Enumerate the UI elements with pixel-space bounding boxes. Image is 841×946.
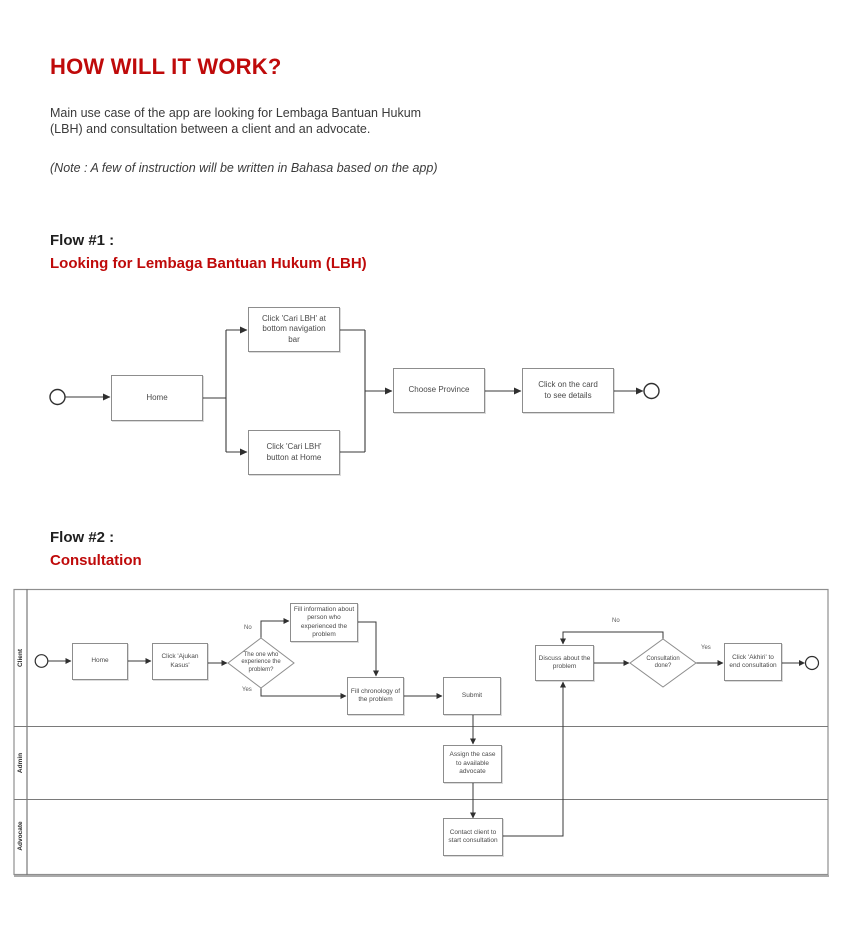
- flow1-connectors: [65, 326, 644, 456]
- flow2-decision-who-label: The one who experience the problem?: [241, 651, 281, 673]
- flow2-connectors: [47, 618, 805, 837]
- intro-line-1: Main use case of the app are looking for…: [50, 106, 422, 120]
- flow2-subheading: Consultation: [50, 552, 142, 569]
- intro-line-2: (LBH) and consultation between a client …: [50, 121, 371, 136]
- flow2-lane-client: Client: [16, 648, 24, 668]
- flow2-node-akhiri: Click 'Akhiri' to end consultation: [724, 643, 782, 681]
- flow1-node-cari-lbh-home-button: Click 'Cari LBH' button at Home: [248, 430, 340, 475]
- flow2-label-yes-1: Yes: [242, 687, 252, 693]
- flow2-node-assign-case: Assign the case to available advocate: [443, 745, 502, 783]
- flow2-decision-who-shape: [227, 637, 295, 689]
- flow2-label-no-1: No: [244, 625, 252, 631]
- page-title: HOW WILL IT WORK?: [50, 54, 282, 79]
- intro-paragraph: Main use case of the app are looking for…: [50, 106, 470, 137]
- flow1-node-home: Home: [111, 375, 203, 421]
- note-text: (Note : A few of instruction will be wri…: [50, 161, 438, 175]
- flow1-subheading: Looking for Lembaga Bantuan Hukum (LBH): [50, 255, 367, 272]
- flow1-start-circle: [49, 388, 66, 406]
- flow1-heading: Flow #1 :: [50, 232, 115, 249]
- flow2-label-no-2: No: [612, 618, 620, 624]
- flow2-label-yes-2: Yes: [701, 645, 711, 651]
- flow2-lane-admin: Admin: [16, 752, 24, 774]
- flow2-node-contact-client: Contact client to start consultation: [443, 818, 503, 856]
- flow2-start-circle: [34, 654, 49, 668]
- flow2-lane-advocate: Advocate: [16, 821, 24, 851]
- flow1-node-choose-province: Choose Province: [393, 368, 485, 413]
- flow2-decision-done-label: Consultation done?: [646, 655, 680, 670]
- flow2-node-discuss: Discuss about the problem: [535, 645, 594, 681]
- flow2-heading: Flow #2 :: [50, 529, 115, 546]
- flow2-node-fill-information: Fill information about person who experi…: [290, 603, 358, 642]
- flow2-swimlane-frame: [13, 588, 829, 877]
- flow1-node-cari-lbh-navbar: Click 'Cari LBH' at bottom navigation ba…: [248, 307, 340, 352]
- flow2-decision-done-shape: [629, 638, 697, 688]
- flow1-node-card-details: Click on the card to see details: [522, 368, 614, 413]
- flow2-node-ajukan-kasus: Click 'Ajukan Kasus': [152, 643, 208, 680]
- flow2-end-circle: [804, 655, 820, 671]
- flow2-node-submit: Submit: [443, 677, 501, 715]
- flow2-node-fill-chronology: Fill chronology of the problem: [347, 677, 404, 715]
- flow1-end-circle: [643, 382, 660, 400]
- flow2-node-home: Home: [72, 643, 128, 680]
